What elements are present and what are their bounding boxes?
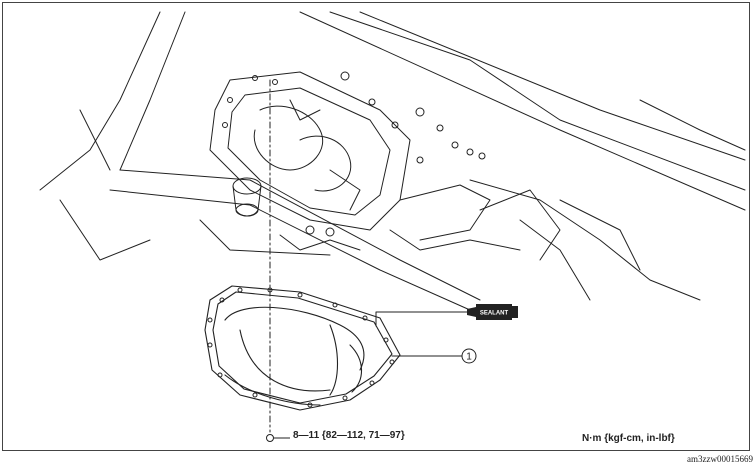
unit-label: N·m {kgf-cm, in-lbf} [582,433,675,444]
callout-1-number: 1 [466,352,472,363]
transmission-case [209,71,411,231]
lower-brackets [279,184,641,271]
oil-pan [204,285,401,411]
underbody-frame [39,11,746,311]
callout-1: 1 [461,348,477,364]
figure-code: am3zzw00015669 [687,454,753,464]
oil-filter [232,177,262,217]
drain-bolt-icon [266,434,290,442]
sealant-label: SEALANT [480,311,509,317]
sealant-leader [375,311,468,327]
oil-pan-bolt-holes [207,287,395,408]
sealant-tube-icon: SEALANT [467,304,518,320]
torque-spec: 8—11 {82—112, 71—97} [293,430,405,441]
frame-holes [222,71,486,237]
diagram-frame [2,2,750,451]
